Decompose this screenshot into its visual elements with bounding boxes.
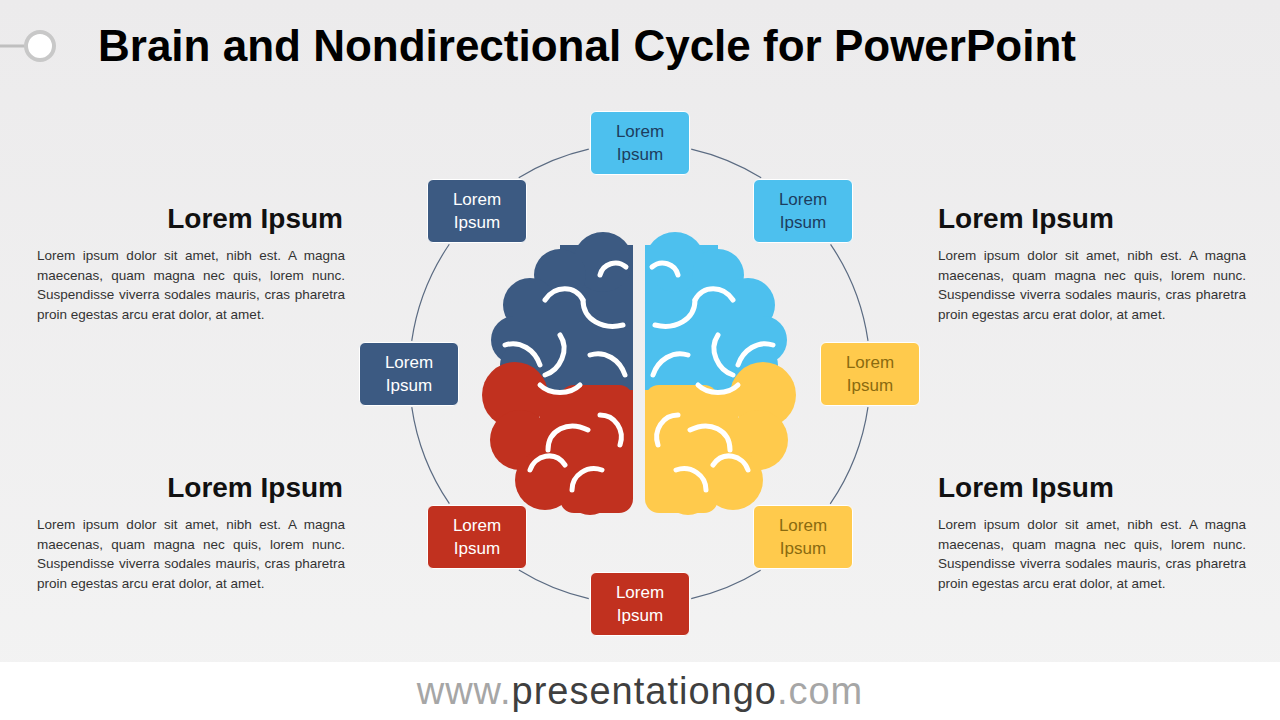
cycle-arc [830, 407, 868, 504]
box-label: Lorem Ipsum [837, 351, 903, 397]
slide-title: Brain and Nondirectional Cycle for Power… [98, 18, 1076, 74]
logo-ring [26, 32, 54, 60]
cycle-arc [691, 570, 760, 598]
box-label: Lorem Ipsum [444, 514, 510, 560]
right-hemisphere [645, 232, 796, 515]
section-heading: Lorem Ipsum [37, 200, 343, 238]
box-label: Lorem Ipsum [444, 188, 510, 234]
cycle-box: Lorem Ipsum [820, 342, 920, 406]
section-heading: Lorem Ipsum [938, 469, 1246, 507]
section-body: Lorem ipsum dolor sit amet, nibh est. A … [37, 515, 345, 593]
cycle-box: Lorem Ipsum [590, 111, 690, 175]
cycle-arc [519, 149, 589, 178]
section-body: Lorem ipsum dolor sit amet, nibh est. A … [938, 246, 1246, 324]
cycle-box: Lorem Ipsum [427, 179, 527, 243]
website-url: www. [417, 670, 512, 713]
left-hemisphere [482, 232, 633, 515]
section-body: Lorem ipsum dolor sit amet, nibh est. A … [938, 515, 1246, 593]
logo-line [0, 45, 26, 48]
box-label: Lorem Ipsum [607, 120, 673, 166]
cycle-arc [519, 570, 589, 599]
section-heading: Lorem Ipsum [938, 200, 1246, 238]
cycle-arc [691, 149, 761, 178]
cycle-arc [412, 407, 450, 504]
footer-band: www.presentationgo.com [0, 662, 1280, 720]
box-label: Lorem Ipsum [770, 514, 836, 560]
box-label: Lorem Ipsum [607, 581, 673, 627]
cycle-box: Lorem Ipsum [427, 505, 527, 569]
cycle-box: Lorem Ipsum [753, 179, 853, 243]
website-url: presentationgo [512, 670, 777, 713]
website-url: .com [777, 670, 863, 713]
section-body: Lorem ipsum dolor sit amet, nibh est. A … [37, 246, 345, 324]
section-heading: Lorem Ipsum [37, 469, 343, 507]
cycle-box: Lorem Ipsum [359, 342, 459, 406]
cycle-arc [412, 244, 450, 341]
cycle-box: Lorem Ipsum [590, 572, 690, 636]
box-label: Lorem Ipsum [376, 351, 442, 397]
cycle-arc [831, 244, 868, 341]
cycle-box: Lorem Ipsum [753, 505, 853, 569]
box-label: Lorem Ipsum [770, 188, 836, 234]
